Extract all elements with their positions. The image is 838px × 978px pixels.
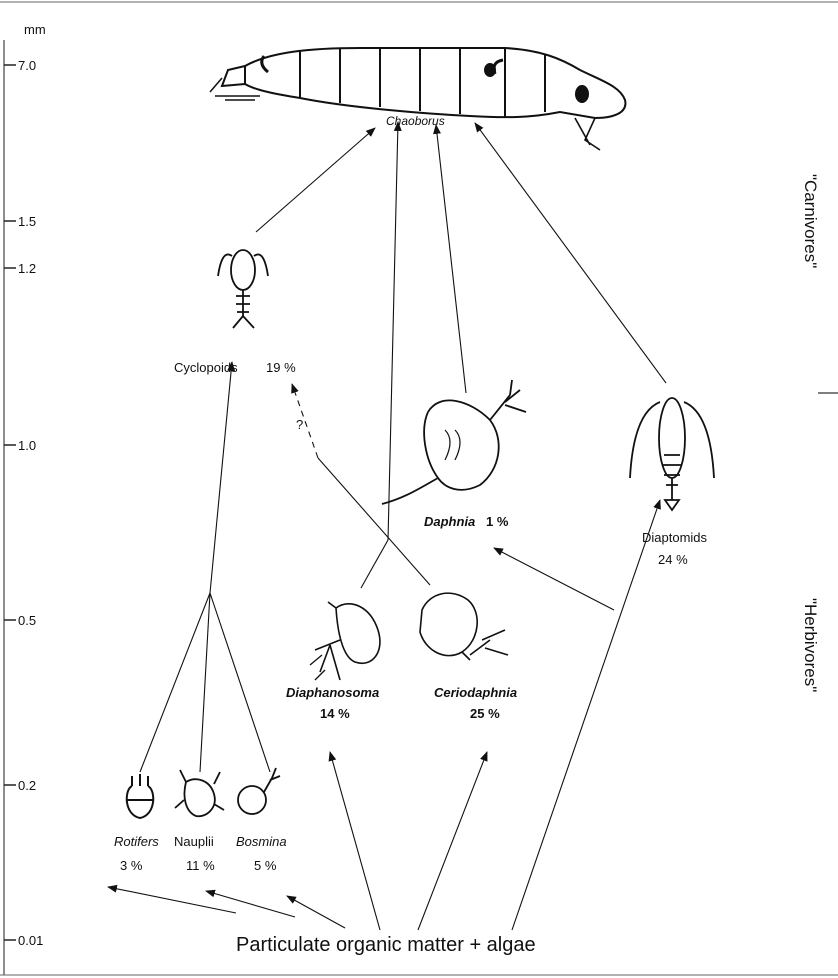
cyclopoid-drawing <box>217 249 269 329</box>
percent-ceriodaphnia: 25 % <box>470 706 500 721</box>
arrow-diaphanosoma-to-chaoborus <box>387 121 402 541</box>
line-diaphanosoma-branch <box>360 539 389 589</box>
chaoborus-drawing <box>209 47 627 151</box>
axis-unit: mm <box>24 22 46 37</box>
label-herbivores: "Herbivores" <box>801 598 820 693</box>
tick-label-7.0: 7.0 <box>18 58 37 73</box>
label-base-resource: Particulate organic matter + algae <box>236 934 536 956</box>
arrow-uncertain-to-cyclopoids <box>291 383 319 459</box>
label-carnivores: "Carnivores" <box>801 174 820 269</box>
percent-diaphanosoma: 14 % <box>320 706 350 721</box>
label-ceriodaphnia: Ceriodaphnia <box>434 685 518 700</box>
tick-label-0.2: 0.2 <box>18 778 37 793</box>
label-diaptomids: Diaptomids <box>642 530 708 545</box>
arrow-base-to-bosmina <box>286 895 346 929</box>
tick-label-1.5: 1.5 <box>18 214 37 229</box>
arrow-small-herbivores-to-cyclopoids <box>209 361 236 594</box>
diaphanosoma-drawing <box>309 601 381 681</box>
diaptomid-drawing <box>629 397 715 512</box>
arrow-base-to-ceriodaphnia <box>417 751 488 931</box>
arrow-cyclopoids-to-chaoborus <box>255 127 376 233</box>
percent-rotifers: 3 % <box>120 858 143 873</box>
percent-nauplii: 11 % <box>186 858 215 873</box>
label-chaoborus: Chaoborus <box>386 114 445 128</box>
tick-label-0.5: 0.5 <box>18 613 37 628</box>
arrow-daphnia-to-chaoborus <box>433 124 467 394</box>
line-ceriodaphnia-to-cyclopoids <box>317 457 431 586</box>
label-cyclopoids: Cyclopoids <box>174 360 238 375</box>
tick-label-1.0: 1.0 <box>18 438 37 453</box>
arrow-diaptomids-to-chaoborus <box>474 122 667 384</box>
percent-daphnia: 1 % <box>486 514 509 529</box>
label-bosmina: Bosmina <box>236 834 287 849</box>
line-nauplii-branch <box>199 592 211 773</box>
arrow-base-to-nauplii <box>205 889 296 918</box>
nauplius-drawing <box>174 769 225 818</box>
arrow-base-to-diaptomids <box>511 499 661 931</box>
rotifer-drawing <box>125 774 155 820</box>
bosmina-drawing <box>237 767 281 815</box>
label-rotifers: Rotifers <box>114 834 159 849</box>
label-diaphanosoma: Diaphanosoma <box>286 685 380 700</box>
arrow-base-to-rotifers <box>107 884 237 914</box>
percent-diaptomids: 24 % <box>658 552 688 567</box>
tick-label-0.01: 0.01 <box>18 933 44 948</box>
tick-label-1.2: 1.2 <box>18 261 37 276</box>
line-bosmina-branch <box>209 592 271 773</box>
label-nauplii: Nauplii <box>174 834 214 849</box>
daphnia-drawing <box>381 379 527 505</box>
label-daphnia: Daphnia <box>424 514 476 529</box>
arrow-base-to-diaphanosoma <box>328 751 381 931</box>
percent-bosmina: 5 % <box>254 858 277 873</box>
ceriodaphnia-drawing <box>419 592 509 661</box>
uncertain-link-mark: ? <box>296 417 304 432</box>
arrow-base-to-daphnia <box>493 547 615 611</box>
percent-cyclopoids: 19 % <box>266 360 296 375</box>
line-rotifers-branch <box>139 592 211 773</box>
